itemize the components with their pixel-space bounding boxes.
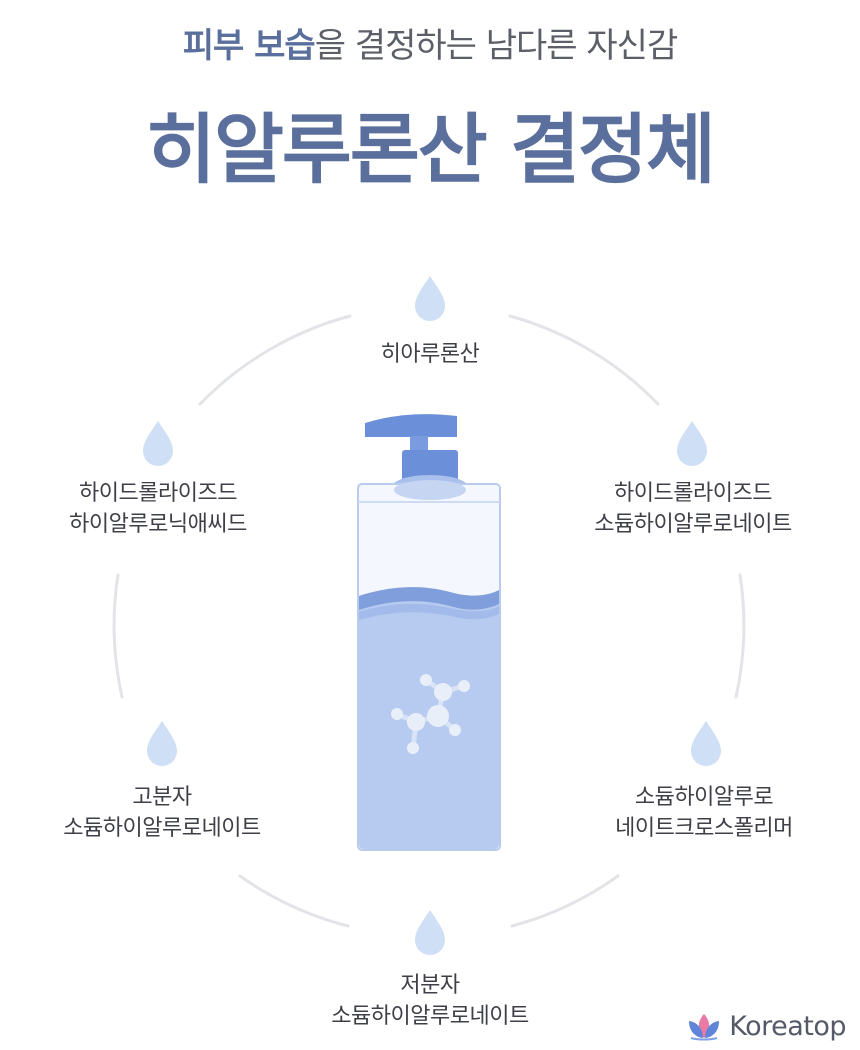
ingredient-label: 히아루론산 — [280, 339, 580, 370]
ingredient-line: 고분자 — [132, 785, 192, 810]
water-drop-icon — [691, 721, 721, 766]
headline-accent: 피부 보습 — [182, 26, 316, 66]
ingredient-line: 소듐하이알루로네이트 — [331, 1004, 529, 1029]
brand-name: Koreatop — [729, 1011, 846, 1042]
ring-arc — [112, 573, 124, 699]
water-drop-icon — [415, 910, 445, 955]
ingredient-line: 소듐하이알루로네이트 — [63, 816, 261, 841]
ring-arcs — [112, 314, 746, 928]
water-drop-icon — [143, 421, 173, 466]
lotus-icon — [689, 1013, 720, 1040]
ring-arc — [238, 874, 350, 928]
brand-logo: Koreatop — [685, 1011, 846, 1042]
ingredient-label: 고분자 소듐하이알루로네이트 — [12, 782, 312, 844]
ingredient-line: 히아루론산 — [380, 342, 480, 367]
water-drop-icon — [415, 276, 445, 321]
ingredient-label: 저분자 소듐하이알루로네이트 — [280, 970, 580, 1032]
ring-arc — [198, 314, 352, 406]
headline-rest: 을 결정하는 남다른 자신감 — [314, 26, 679, 66]
ingredient-line: 네이트크로스폴리머 — [615, 816, 793, 841]
water-drop-icon — [147, 721, 177, 766]
ingredient-label: 하이드롤라이즈드 소듐하이알루로네이트 — [543, 478, 843, 540]
ingredient-line: 소듐하이알루로네이트 — [594, 512, 792, 537]
ingredient-line: 저분자 — [400, 973, 460, 998]
ring-arc — [510, 874, 620, 928]
ingredient-label: 하이드롤라이즈드 하이알루로닉애씨드 — [8, 478, 308, 540]
pump-bottle-icon — [357, 414, 501, 851]
page-title: 히알루론산 결정체 — [146, 105, 716, 194]
ingredient-line: 하이드롤라이즈드 — [614, 481, 772, 506]
ingredient-line: 소듐하이알루로 — [634, 785, 774, 810]
ring-arc — [508, 314, 660, 406]
water-drop-icon — [677, 421, 707, 466]
ingredient-line: 하이드롤라이즈드 — [79, 481, 237, 506]
ring-arc — [734, 573, 746, 699]
ingredient-label: 소듐하이알루로 네이트크로스폴리머 — [554, 782, 854, 844]
ingredient-line: 하이알루로닉애씨드 — [69, 512, 247, 537]
headline: 피부 보습을 결정하는 남다른 자신감 — [0, 18, 860, 67]
